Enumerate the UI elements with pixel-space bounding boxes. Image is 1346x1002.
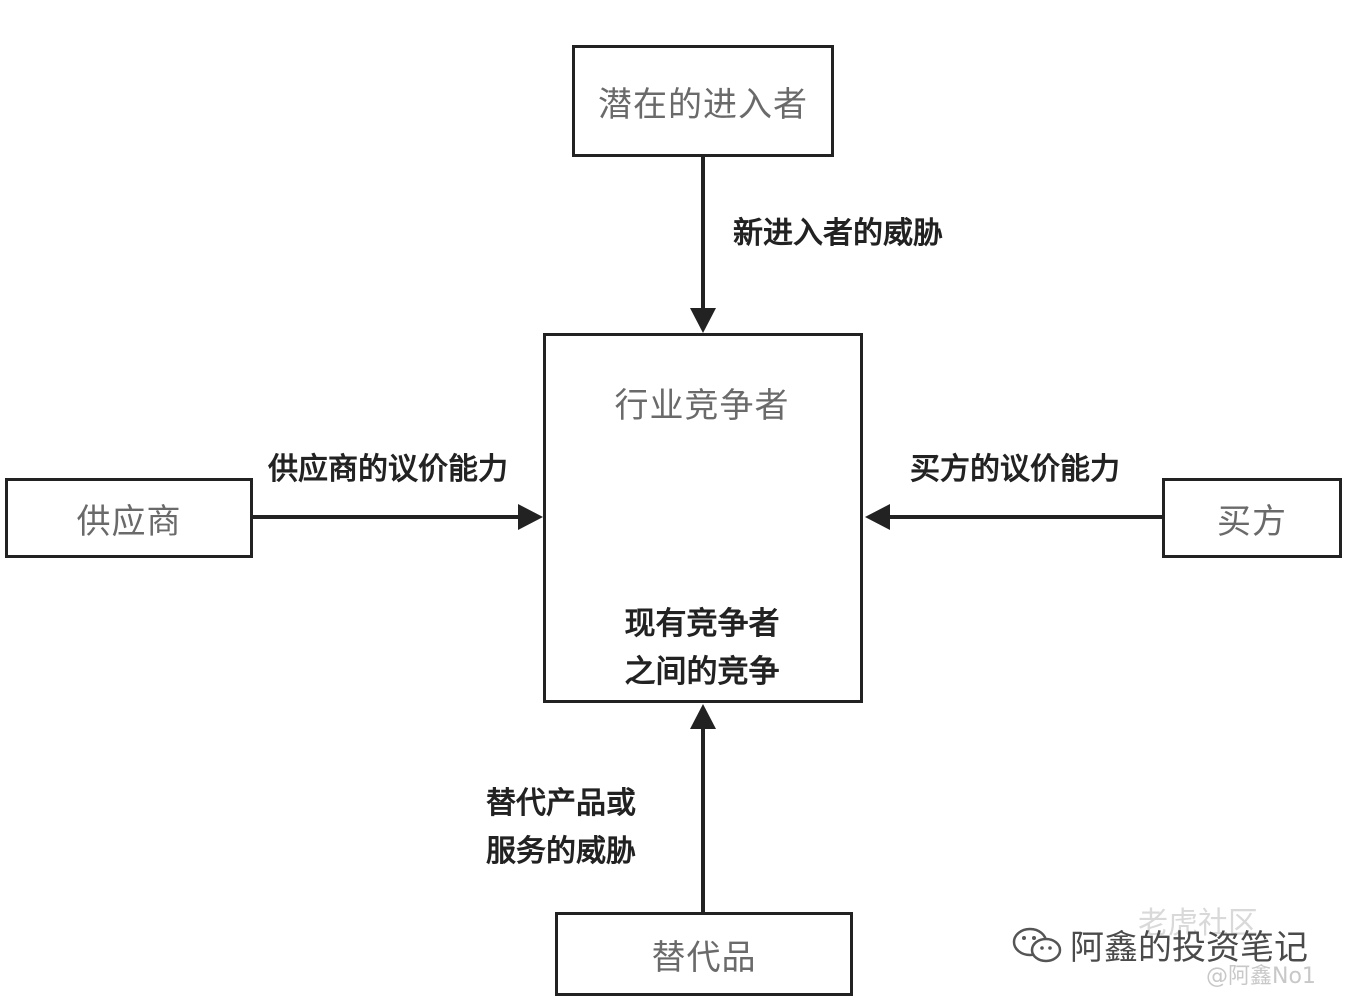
arrowhead-new-entrants bbox=[690, 308, 716, 333]
node-suppliers-label: 供应商 bbox=[76, 501, 182, 542]
label-threat-new-entrants: 新进入者的威胁 bbox=[733, 216, 943, 251]
watermark-author-text: 阿鑫的投资笔记 bbox=[1070, 928, 1308, 968]
label-buyer-power: 买方的议价能力 bbox=[910, 452, 1120, 487]
arrowhead-suppliers bbox=[518, 504, 543, 530]
node-potential-entrants: 潜在的进入者 bbox=[572, 45, 834, 157]
wechat-icon bbox=[1012, 925, 1064, 974]
node-buyers: 买方 bbox=[1162, 478, 1342, 558]
watermark-handle: @阿鑫No1 bbox=[1206, 964, 1316, 989]
label-threat-substitutes: 替代产品或 服务的威胁 bbox=[486, 780, 636, 876]
center-caption-line-2: 之间的竞争 bbox=[624, 654, 780, 690]
arrowhead-substitutes bbox=[690, 704, 716, 729]
center-title: 行业竞争者 bbox=[614, 386, 790, 426]
label-supplier-power: 供应商的议价能力 bbox=[268, 452, 508, 487]
node-suppliers: 供应商 bbox=[5, 478, 253, 558]
center-caption: 现有竞争者 之间的竞争 bbox=[545, 600, 859, 696]
node-industry-competitors bbox=[543, 333, 863, 703]
watermark-community: 老虎社区 bbox=[1138, 906, 1258, 941]
label-threat-substitutes-line-2: 服务的威胁 bbox=[486, 834, 636, 869]
node-buyers-label: 买方 bbox=[1217, 501, 1287, 542]
node-substitutes-label: 替代品 bbox=[651, 937, 757, 978]
center-caption-line-1: 现有竞争者 bbox=[624, 606, 780, 642]
label-threat-substitutes-line-1: 替代产品或 bbox=[486, 786, 636, 821]
watermark-author: 阿鑫的投资笔记 bbox=[1012, 920, 1308, 974]
arrowhead-buyers bbox=[865, 504, 890, 530]
node-substitutes: 替代品 bbox=[555, 912, 853, 996]
node-potential-entrants-label: 潜在的进入者 bbox=[598, 84, 808, 125]
